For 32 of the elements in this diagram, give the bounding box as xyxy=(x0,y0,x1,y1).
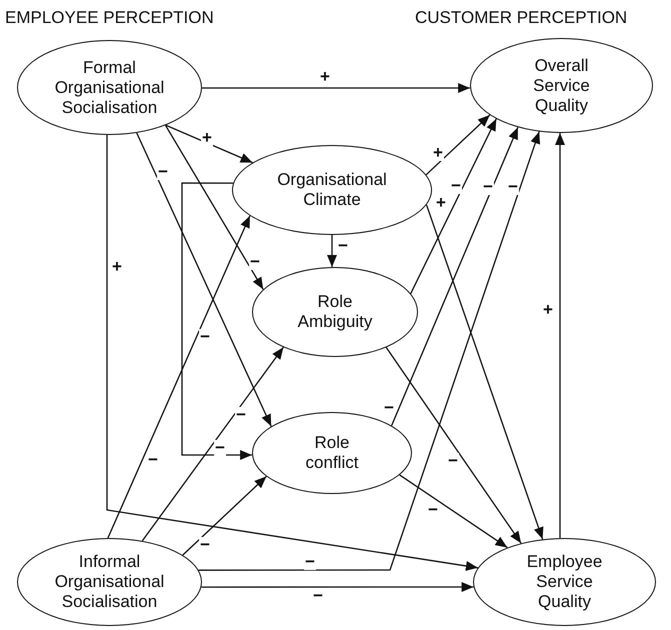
arrow xyxy=(166,124,253,164)
edge-label: − xyxy=(214,440,226,456)
arrow xyxy=(327,235,337,267)
arrow xyxy=(106,135,478,571)
edge-label: + xyxy=(432,145,444,161)
node-label: Informal Organisational Socialisation xyxy=(54,552,166,612)
arrow xyxy=(164,124,264,290)
arrow xyxy=(142,346,284,542)
arrow xyxy=(107,215,250,538)
sign-label: − xyxy=(482,179,494,195)
node-label: Formal Organisational Socialisation xyxy=(54,58,166,118)
arrow xyxy=(386,347,522,544)
section-heading: CUSTOMER PERCEPTION xyxy=(415,8,628,28)
node-label: Role Ambiguity xyxy=(296,292,374,332)
arrow xyxy=(555,133,565,538)
arrow xyxy=(136,132,272,427)
section-heading: EMPLOYEE PERCEPTION xyxy=(5,8,214,28)
arrow xyxy=(399,474,508,548)
arrow xyxy=(410,118,497,294)
arrow xyxy=(202,83,470,93)
arrow xyxy=(182,476,267,556)
node-label: Organisational Climate xyxy=(276,170,388,210)
arrow xyxy=(201,582,474,592)
node-label: Role conflict xyxy=(304,433,360,473)
node-label: Overall Service Quality xyxy=(532,56,591,116)
arrow xyxy=(426,114,490,176)
arrow xyxy=(198,131,540,571)
node-label: Employee Service Quality xyxy=(526,552,604,612)
edge-label: + xyxy=(201,130,213,146)
arrow xyxy=(426,204,544,540)
arrow xyxy=(391,127,518,426)
arrow xyxy=(181,182,252,460)
